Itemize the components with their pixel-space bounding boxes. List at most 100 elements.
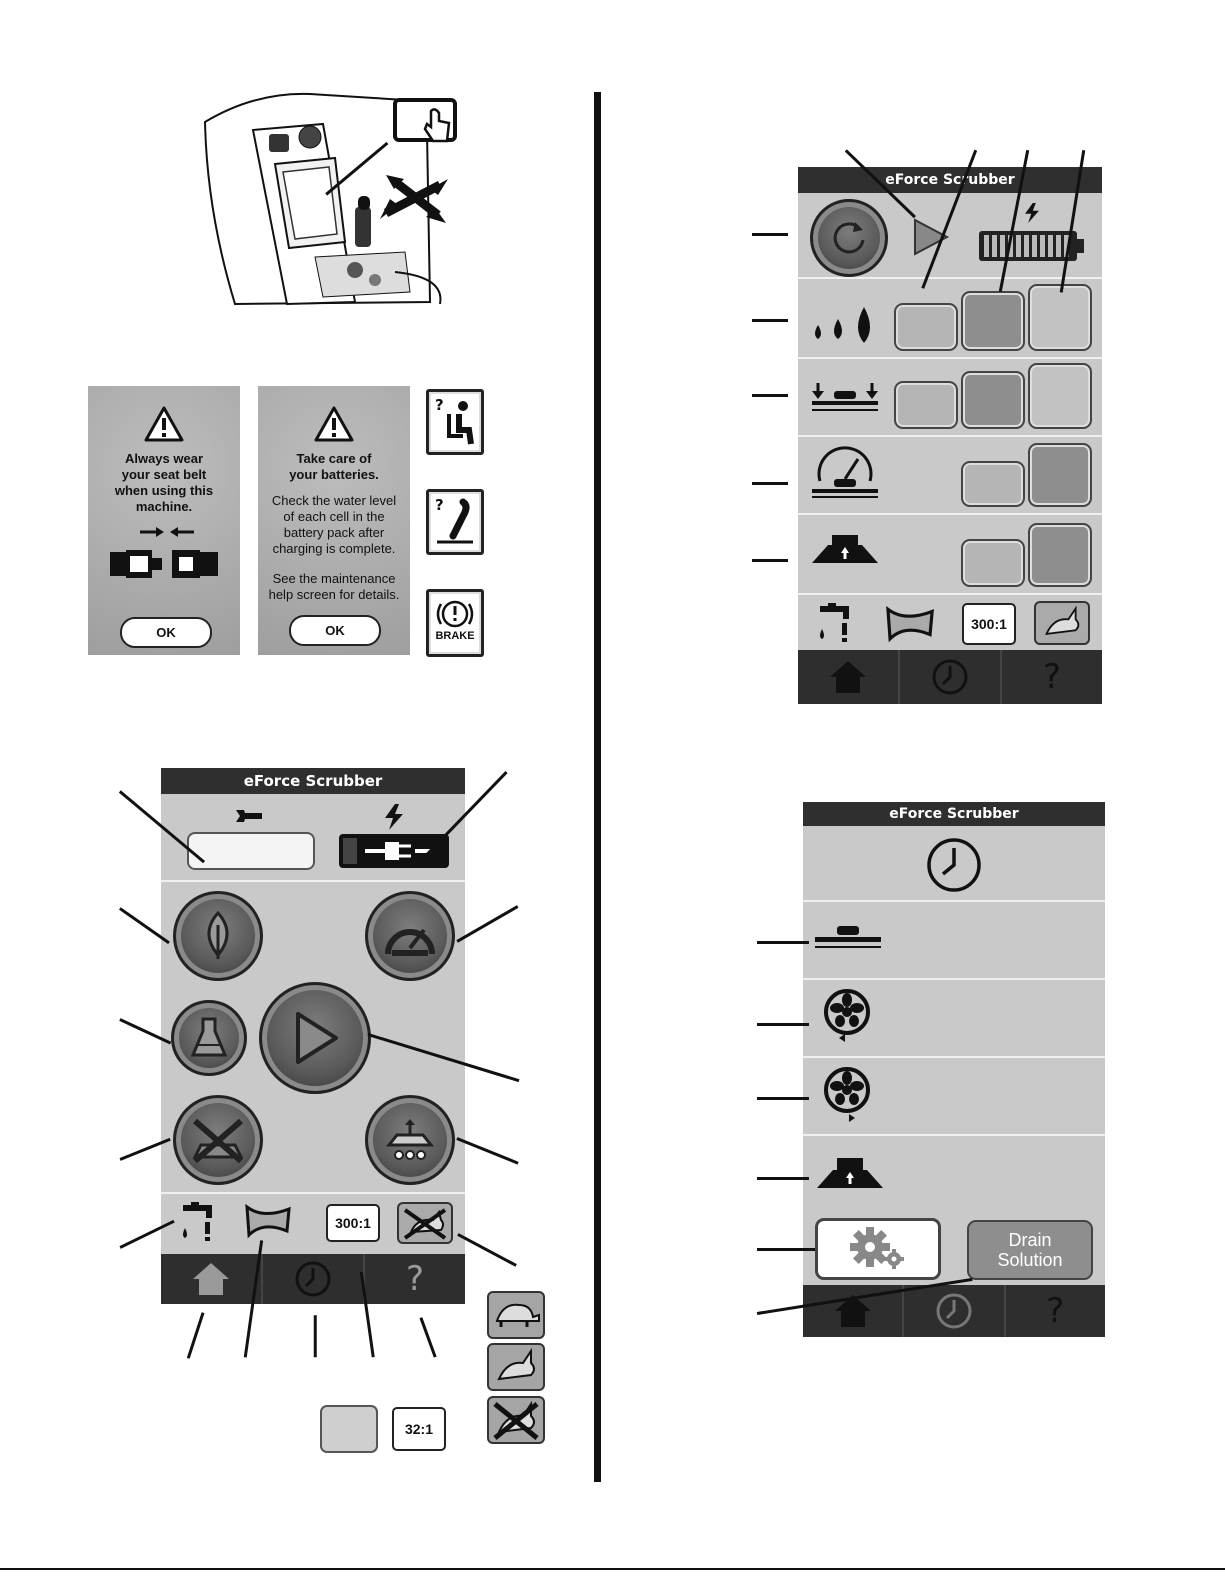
solution-squeegee-button[interactable] bbox=[365, 1095, 455, 1185]
scrub-off-button[interactable] bbox=[173, 1095, 263, 1185]
start-play-button[interactable] bbox=[259, 982, 371, 1094]
nav-clock[interactable] bbox=[900, 650, 1002, 704]
callout-line bbox=[456, 1137, 519, 1165]
speed-brush-icon bbox=[812, 446, 878, 498]
settings-gear-button[interactable] bbox=[815, 1218, 941, 1280]
vacuum-icon bbox=[812, 535, 878, 563]
rabbit-icon bbox=[1045, 605, 1080, 636]
nav-help[interactable]: ? bbox=[365, 1254, 465, 1304]
battery-body-2: of each cell in the bbox=[283, 509, 385, 524]
nav-clock[interactable] bbox=[904, 1285, 1006, 1337]
wrench-icon bbox=[236, 810, 262, 822]
scrub-pressure-high-button[interactable] bbox=[1028, 363, 1092, 429]
help-icon: ? bbox=[1046, 1291, 1065, 1331]
battery-help-1: See the maintenance bbox=[272, 571, 396, 586]
play-indicator-icon bbox=[914, 218, 950, 256]
vacuum-icon bbox=[817, 1158, 883, 1188]
scrub-pressure-medium-button[interactable] bbox=[961, 371, 1025, 429]
pedal-icon[interactable]: ? bbox=[426, 489, 484, 555]
seatbelt-line-2: your seat belt bbox=[121, 467, 207, 482]
nav-home[interactable] bbox=[161, 1254, 263, 1304]
brush-speed-low-button[interactable] bbox=[961, 461, 1025, 507]
nav-home[interactable] bbox=[798, 650, 900, 704]
scrub-deck-icon bbox=[815, 926, 881, 948]
callout-line bbox=[757, 1177, 809, 1180]
lightning-icon bbox=[385, 804, 403, 830]
water-level-high-button[interactable] bbox=[1028, 284, 1092, 351]
ratio-300-button[interactable]: 300:1 bbox=[326, 1204, 380, 1242]
scrub-off-icon bbox=[192, 1118, 244, 1163]
battery-ok-button[interactable]: OK bbox=[289, 615, 381, 646]
vacuum-low-button[interactable] bbox=[961, 539, 1025, 587]
battery-help-2: help screen for details. bbox=[268, 587, 400, 602]
callout-line bbox=[419, 1317, 437, 1358]
callout-line bbox=[752, 319, 788, 322]
speed-disabled-button[interactable] bbox=[397, 1202, 453, 1244]
turtle-icon bbox=[495, 1303, 540, 1327]
settings-nav-bar: ? bbox=[798, 650, 1102, 704]
seatbelt-ok-button[interactable]: OK bbox=[120, 617, 212, 648]
flask-icon bbox=[191, 1017, 227, 1057]
blank-button-sample bbox=[320, 1405, 378, 1453]
drain-label-line-1: Drain bbox=[1008, 1230, 1052, 1250]
help-icon: ? bbox=[405, 1259, 425, 1299]
callout-line bbox=[752, 482, 788, 485]
play-icon bbox=[296, 1012, 338, 1064]
settings-title: eForce Scrubber bbox=[798, 167, 1102, 193]
home-title: eForce Scrubber bbox=[161, 768, 465, 794]
water-level-medium-button[interactable] bbox=[961, 291, 1025, 351]
brake-icon[interactable]: BRAKE bbox=[426, 589, 484, 657]
lightning-icon bbox=[1025, 203, 1039, 223]
battery-title-2: your batteries. bbox=[289, 467, 379, 482]
callout-line bbox=[456, 905, 519, 943]
operator-seat-icon[interactable]: ? bbox=[426, 389, 484, 455]
horn-icon[interactable] bbox=[243, 1201, 291, 1239]
gears-icon bbox=[850, 1227, 904, 1269]
timer-nav-bar: ? bbox=[803, 1285, 1105, 1337]
scrub-pressure-low-button[interactable] bbox=[894, 381, 958, 429]
seatbelt-line-1: Always wear bbox=[124, 451, 204, 466]
home-screen: eForce Scrubber bbox=[161, 768, 465, 1304]
eco-mode-button[interactable] bbox=[173, 891, 263, 981]
nav-help[interactable]: ? bbox=[1002, 650, 1102, 704]
ratio-32-button[interactable]: 32:1 bbox=[392, 1407, 446, 1451]
clock-icon bbox=[927, 838, 981, 892]
svg-text:?: ? bbox=[435, 496, 444, 514]
clock-icon bbox=[295, 1261, 331, 1297]
nav-home[interactable] bbox=[803, 1285, 905, 1337]
callout-line bbox=[752, 559, 788, 562]
faucet-warning-icon bbox=[820, 603, 849, 642]
clock-icon bbox=[932, 659, 968, 695]
callout-line bbox=[313, 1315, 317, 1358]
horn-icon[interactable] bbox=[880, 603, 938, 643]
help-icon: ? bbox=[1042, 657, 1062, 697]
home-icon bbox=[193, 1263, 229, 1295]
callout-line bbox=[752, 394, 788, 397]
brush-speed-high-button[interactable] bbox=[1028, 443, 1092, 507]
turtle-speed-button[interactable] bbox=[487, 1291, 545, 1339]
detergent-button[interactable] bbox=[171, 1000, 247, 1076]
rabbit-speed-button[interactable] bbox=[487, 1343, 545, 1391]
reset-button[interactable] bbox=[810, 199, 888, 277]
brush-reverse-icon bbox=[824, 989, 870, 1042]
drain-solution-button[interactable]: Drain Solution bbox=[967, 1220, 1093, 1280]
brush-forward-icon bbox=[824, 1067, 870, 1122]
nav-clock[interactable] bbox=[263, 1254, 365, 1304]
rabbit-speed-button[interactable] bbox=[1034, 601, 1090, 645]
speed-off-button[interactable] bbox=[487, 1396, 545, 1444]
home-icon bbox=[834, 1295, 871, 1327]
water-level-low-button[interactable] bbox=[894, 303, 958, 351]
seatbelt-line-4: machine. bbox=[135, 499, 193, 514]
ratio-300-button[interactable]: 300:1 bbox=[962, 603, 1016, 645]
callout-line bbox=[457, 1233, 517, 1267]
rabbit-crossed-icon bbox=[403, 1208, 447, 1240]
timer-screen: eForce Scrubber bbox=[803, 802, 1105, 1337]
nav-help[interactable]: ? bbox=[1006, 1285, 1105, 1337]
seatbelt-warning-screen: Always wear your seat belt when using th… bbox=[88, 386, 240, 655]
callout-line bbox=[757, 941, 809, 944]
vacuum-high-button[interactable] bbox=[1028, 523, 1092, 587]
speed-gauge-button[interactable] bbox=[365, 891, 455, 981]
svg-text:?: ? bbox=[435, 396, 444, 414]
callout-line bbox=[757, 1023, 809, 1026]
warning-triangle-icon bbox=[144, 406, 184, 442]
